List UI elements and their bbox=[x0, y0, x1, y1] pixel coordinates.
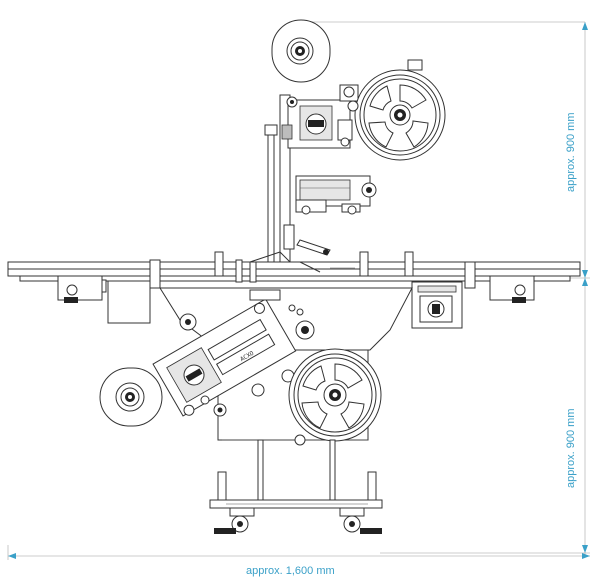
upper-height-label: approx. 900 mm bbox=[565, 113, 577, 192]
machine-legs bbox=[209, 439, 383, 509]
lower-small-label-roll bbox=[99, 367, 163, 427]
lower-height-label: approx. 900 mm bbox=[565, 409, 577, 488]
control-box bbox=[411, 281, 463, 329]
mid-applicator bbox=[283, 175, 377, 256]
sensor-box-left bbox=[107, 280, 151, 324]
caster-left bbox=[214, 507, 255, 534]
width-label: approx. 1,600 mm bbox=[246, 565, 335, 577]
conveyor-end-right bbox=[489, 275, 535, 303]
upper-small-label-roll bbox=[271, 19, 331, 83]
conveyor-end-left bbox=[57, 275, 103, 303]
dimension-lines bbox=[7, 21, 590, 560]
upper-labeling-head bbox=[281, 84, 359, 149]
lower-applicator-arm: ACXO bbox=[152, 298, 297, 417]
upper-large-reel bbox=[347, 59, 446, 161]
conveyor bbox=[7, 251, 581, 293]
lower-large-reel bbox=[288, 348, 382, 446]
caster-right bbox=[339, 507, 382, 534]
lower-head-details bbox=[179, 289, 295, 417]
